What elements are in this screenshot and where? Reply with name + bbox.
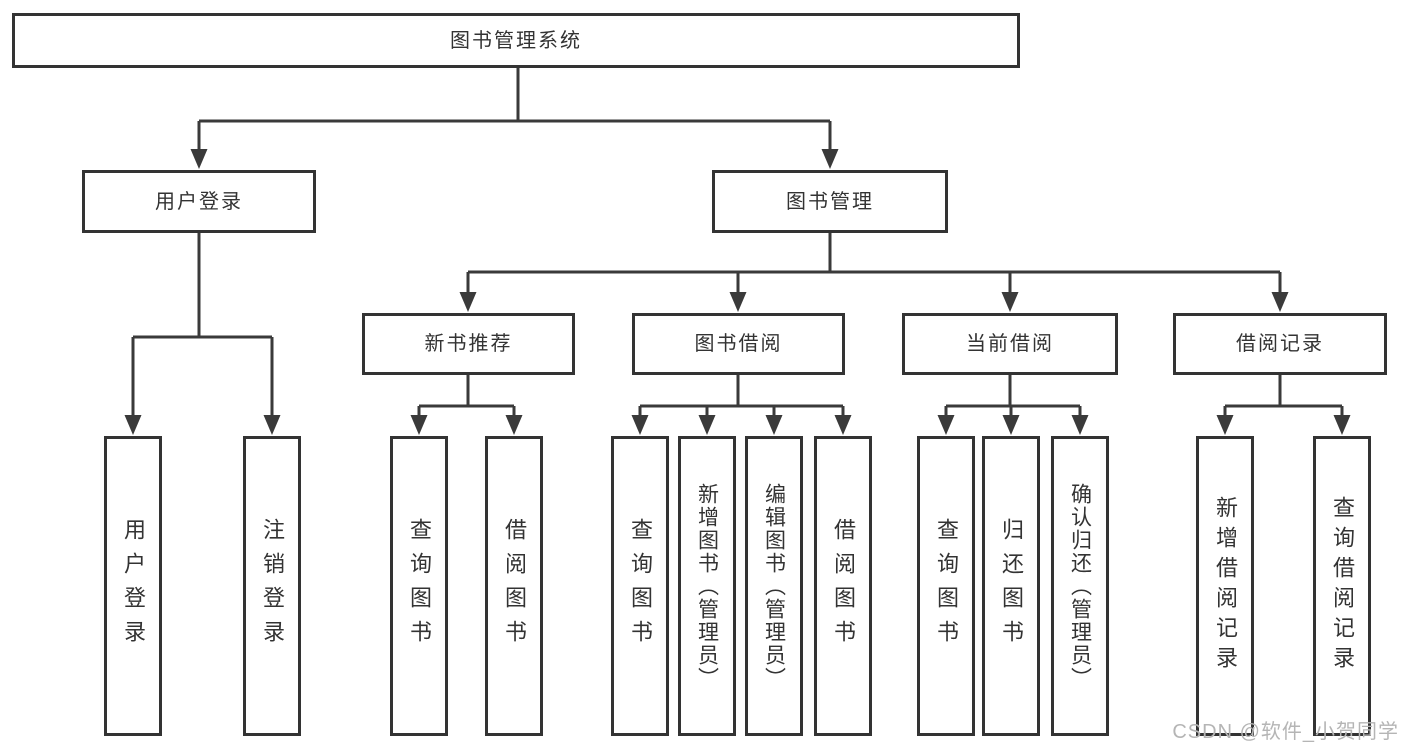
connector-paths [131,68,1344,418]
leaf-query-books-recommend: 查询图书 [390,436,448,736]
leaf-query-books-borrowing: 查询图书 [611,436,669,736]
node-label: 查询借阅记录 [1330,496,1355,676]
leaf-confirm-return-admin: 确认归还（管理员） [1051,436,1109,736]
node-label: 查询图书 [628,518,653,654]
node-new-book-recommend: 新书推荐 [362,313,575,375]
leaf-edit-books-admin: 编辑图书（管理员） [745,436,803,736]
leaf-borrow-books-recommend: 借阅图书 [485,436,543,736]
node-label: 编辑图书（管理员） [762,482,786,690]
leaf-query-books-current: 查询图书 [917,436,975,736]
node-label: 注销登录 [260,518,285,654]
node-label: 查询图书 [934,518,959,654]
node-label: 归还图书 [999,518,1024,654]
node-label: 新增图书（管理员） [695,482,719,690]
node-root-library-management-system: 图书管理系统 [12,13,1020,68]
leaf-add-books-admin: 新增图书（管理员） [678,436,736,736]
leaf-return-books: 归还图书 [982,436,1040,736]
node-book-management-branch: 图书管理 [712,170,948,233]
node-label: 借阅图书 [502,518,527,654]
node-borrowing-records: 借阅记录 [1173,313,1387,375]
node-label: 借阅记录 [1236,333,1324,355]
node-label: 新书推荐 [424,333,513,355]
node-label: 图书管理系统 [450,29,582,52]
csdn-watermark: CSDN @软件_小贺同学 [1172,721,1399,743]
leaf-borrow-books: 借阅图书 [814,436,872,736]
node-label: 新增借阅记录 [1213,496,1238,676]
leaf-user-login: 用户登录 [104,436,162,736]
leaf-add-borrow-record: 新增借阅记录 [1196,436,1254,736]
node-book-borrowing: 图书借阅 [632,313,845,375]
leaf-logout: 注销登录 [243,436,301,736]
node-label: 借阅图书 [831,518,856,654]
node-current-borrowing: 当前借阅 [902,313,1118,375]
leaf-query-borrow-record: 查询借阅记录 [1313,436,1371,736]
arrowheads [124,149,1351,435]
node-label: 图书管理 [786,190,874,213]
node-user-login-branch: 用户登录 [82,170,316,233]
node-label: 用户登录 [155,190,243,213]
node-label: 当前借阅 [966,333,1054,355]
node-label: 确认归还（管理员） [1068,482,1092,690]
node-label: 查询图书 [407,518,432,654]
node-label: 图书借阅 [694,333,783,355]
node-label: 用户登录 [121,518,146,654]
